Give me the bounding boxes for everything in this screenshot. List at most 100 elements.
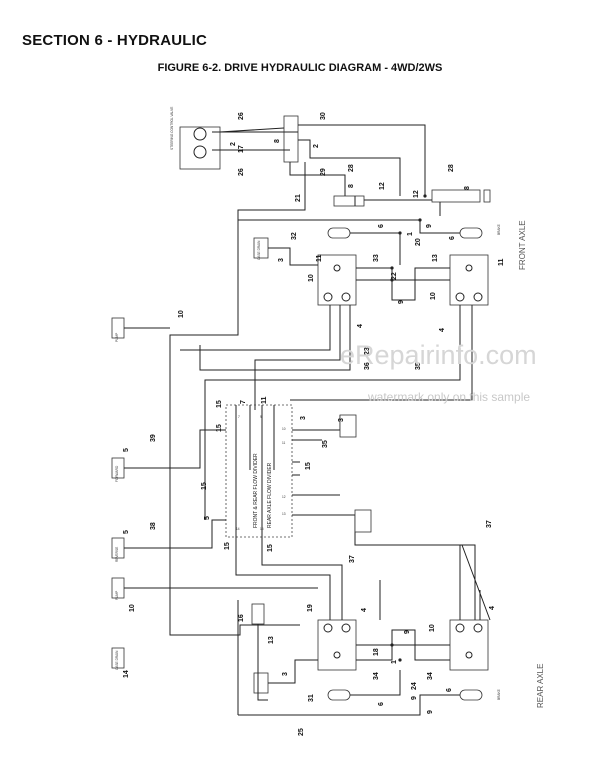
svg-text:PUMP: PUMP <box>115 333 119 342</box>
callout: 21 <box>295 194 302 202</box>
callout: 5 <box>123 530 130 534</box>
callout: 11 <box>316 254 323 262</box>
callout: 9 <box>427 710 434 714</box>
port-number: 11 <box>282 441 286 445</box>
callout: 6 <box>378 224 385 228</box>
callout: 17 <box>238 145 245 153</box>
callout: 22 <box>391 272 398 280</box>
callout: 37 <box>349 555 356 563</box>
callout: 15 <box>201 482 208 490</box>
front-right-brake <box>459 227 483 239</box>
callout: 9 <box>398 300 405 304</box>
rear-right-brake <box>459 689 483 701</box>
callout: 4 <box>361 608 368 612</box>
steering-valve-box <box>179 126 221 170</box>
flow-divider-block <box>225 404 293 538</box>
callout: 5 <box>123 448 130 452</box>
callout: 12 <box>413 190 420 198</box>
rear-left-brake <box>327 689 351 701</box>
rear-axle-divider-label: REAR AXLE FLOW DIVIDER <box>267 462 273 528</box>
callout: 15 <box>305 462 312 470</box>
steer-cylinder-left <box>333 195 365 207</box>
divider-port-numbers: 7 9 10 11 12 13 14 15 <box>236 415 286 531</box>
svg-text:BRAKE: BRAKE <box>497 689 501 700</box>
callout: 39 <box>150 434 157 442</box>
callout: 31 <box>308 694 315 702</box>
callout: 38 <box>150 522 157 530</box>
rear-axle-label: REAR AXLE <box>536 664 545 708</box>
callout: 8 <box>464 186 471 190</box>
port-number: 14 <box>236 527 240 531</box>
callout: 6 <box>378 702 385 706</box>
callout: 3 <box>282 672 289 676</box>
callout: 10 <box>178 310 185 318</box>
front-axle-label: FRONT AXLE <box>518 220 527 270</box>
callout: 3 <box>278 258 285 262</box>
callout: 2 <box>313 144 320 148</box>
callout: 34 <box>373 672 380 680</box>
callout: 28 <box>448 164 455 172</box>
callout: 1 <box>407 232 414 236</box>
port-number: 13 <box>282 512 286 516</box>
callout: 15 <box>216 400 223 408</box>
callout: 24 <box>411 682 418 690</box>
svg-text:STEERING CONTROL VALVE: STEERING CONTROL VALVE <box>170 107 174 150</box>
callout: 9 <box>411 696 418 700</box>
svg-text:BRAKE: BRAKE <box>497 224 501 235</box>
callout: 36 <box>364 362 371 370</box>
watermark-sub: watermark only on this sample <box>368 390 531 404</box>
callout: 18 <box>373 648 380 656</box>
callout: 3 <box>338 418 345 422</box>
callout: 9 <box>426 224 433 228</box>
front-rear-divider-label: FRONT & REAR FLOW DIVIDER <box>253 453 259 528</box>
callout: 4 <box>489 606 496 610</box>
callout: 2 <box>230 142 237 146</box>
callout: 25 <box>298 728 305 736</box>
callout: 5 <box>204 516 211 520</box>
callout: 10 <box>308 274 315 282</box>
callout: 3 <box>300 416 307 420</box>
callout: 4 <box>357 324 364 328</box>
callout: 35 <box>322 440 329 448</box>
figure-title: FIGURE 6-2. DRIVE HYDRAULIC DIAGRAM - 4W… <box>157 62 443 74</box>
front-left-brake <box>327 227 351 239</box>
callout: 20 <box>415 238 422 246</box>
callout: 8 <box>348 184 355 188</box>
callout: 6 <box>449 236 456 240</box>
callout: 34 <box>427 672 434 680</box>
callout: 10 <box>430 292 437 300</box>
port-number: 12 <box>282 495 286 499</box>
callout: 35 <box>415 362 422 370</box>
svg-text:FORWARD: FORWARD <box>115 465 119 482</box>
callout: 23 <box>364 347 371 355</box>
callout: 10 <box>429 624 436 632</box>
callout: 30 <box>320 112 327 120</box>
callout: 11 <box>498 258 505 266</box>
port-number: 10 <box>282 427 286 431</box>
port-number: 7 <box>238 415 240 419</box>
port-case-drain <box>111 647 125 669</box>
callout: 33 <box>373 254 380 262</box>
callout: 15 <box>216 424 223 432</box>
callout: 19 <box>307 604 314 612</box>
svg-text:CASE DRAIN: CASE DRAIN <box>257 240 261 260</box>
port-block-rear <box>253 672 269 694</box>
watermark-main: eRepairinfo.com <box>340 340 537 370</box>
callout: 29 <box>320 168 327 176</box>
callout: 13 <box>432 254 439 262</box>
callout: 16 <box>238 614 245 622</box>
callout: 26 <box>238 168 245 176</box>
svg-text:REVERSE: REVERSE <box>115 547 119 562</box>
callout: 7 <box>240 400 247 404</box>
callout: 32 <box>291 232 298 240</box>
callout: 10 <box>129 604 136 612</box>
callout: 14 <box>123 670 130 678</box>
callout: 8 <box>274 139 281 143</box>
section-title: SECTION 6 - HYDRAULIC <box>22 32 208 49</box>
callout: 26 <box>238 112 245 120</box>
callout: 28 <box>348 164 355 172</box>
port-block-divider <box>339 414 357 438</box>
callout: 11 <box>261 396 268 404</box>
port-number: 9 <box>260 415 262 419</box>
